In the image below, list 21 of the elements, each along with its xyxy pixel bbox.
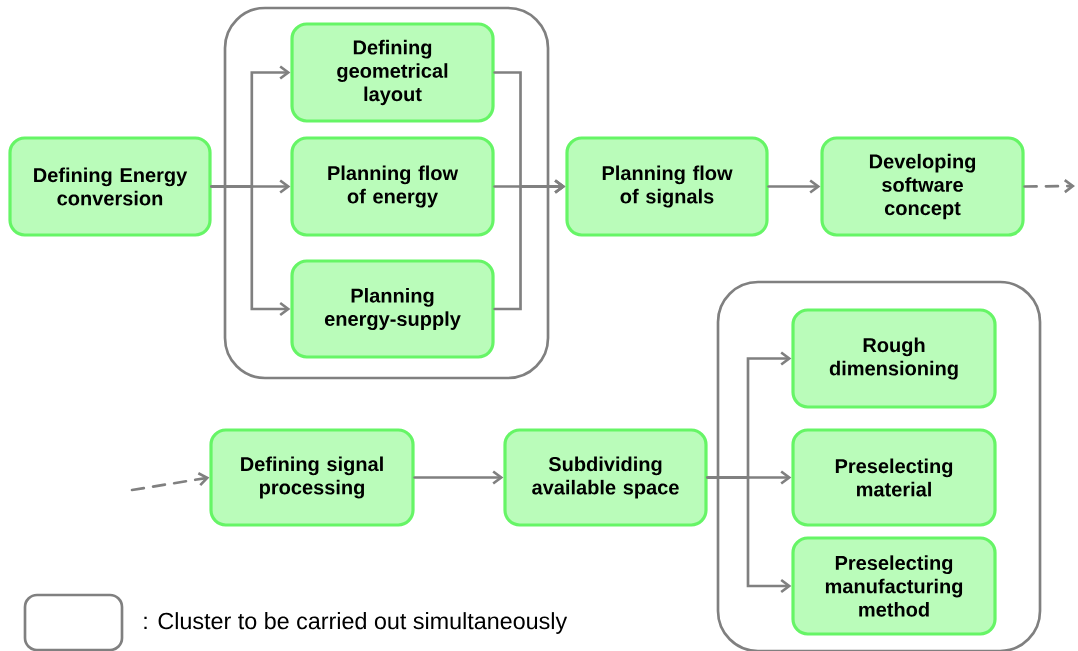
process-box: Planning flow of signals [565, 136, 769, 237]
process-box: Defining Energy conversion [8, 136, 212, 237]
legend-text: : Cluster to be carried out simultaneously [144, 612, 568, 634]
arrow [413, 470, 504, 485]
process-box: Planning energy-supply [290, 259, 495, 359]
arrow [767, 179, 821, 194]
cluster-frame [223, 6, 550, 380]
arrow [130, 472, 210, 492]
process-box: Rough dimensioning [791, 308, 997, 409]
arrow [1023, 179, 1075, 194]
process-box: Planning flow of energy [290, 136, 495, 237]
arrow [706, 476, 792, 594]
process-box: Preselecting manufacturing method [791, 536, 997, 636]
process-box: Defining signal processing [209, 428, 415, 527]
arrow [493, 179, 566, 311]
arrow [210, 185, 291, 317]
process-box: Defining geometrical layout [290, 22, 495, 123]
cluster-frame [716, 280, 1042, 651]
process-box: Preselecting material [791, 428, 997, 527]
process-box: Subdividing available space [503, 428, 708, 527]
process-box: Developing software concept [820, 136, 1025, 237]
